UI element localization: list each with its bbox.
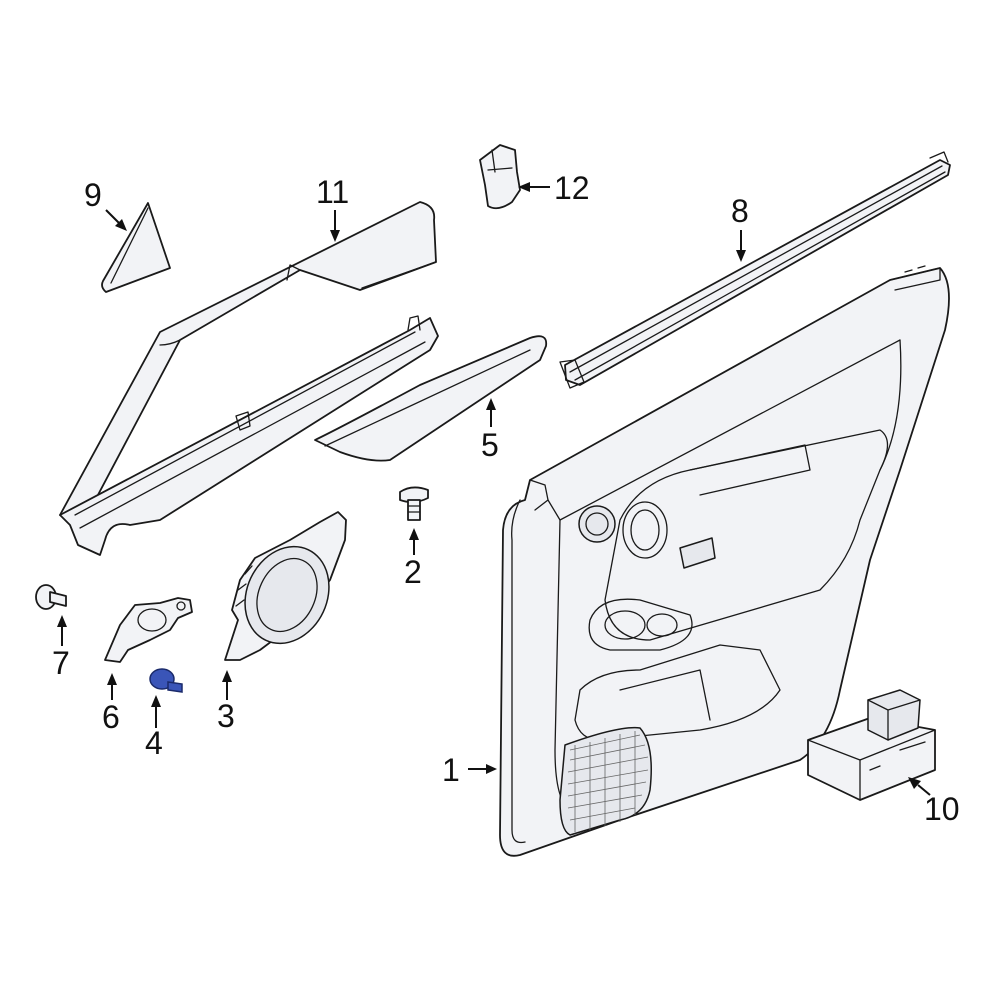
- part-12-clip[interactable]: [479, 144, 521, 210]
- callout-12: 12: [554, 170, 590, 206]
- callout-4: 4: [145, 725, 163, 761]
- part-11-lower-rail: [59, 315, 439, 556]
- part-3-inner-handle[interactable]: [224, 511, 347, 661]
- callout-7: 7: [52, 645, 70, 681]
- leader-lines: [57, 182, 931, 796]
- part-8-weatherstrip[interactable]: [559, 151, 951, 389]
- callout-6: 6: [102, 699, 120, 735]
- callout-5: 5: [481, 427, 499, 463]
- part-9-corner-trim[interactable]: [101, 202, 171, 293]
- part-4-plug[interactable]: [149, 668, 183, 693]
- part-11-upper-trim-panel[interactable]: [59, 201, 437, 516]
- callout-1: 1: [442, 752, 460, 788]
- callout-11: 11: [316, 174, 349, 210]
- callout-3: 3: [217, 698, 235, 734]
- callout-labels: 1 2 3 4 5 6 7 8 9 10 11 12: [52, 170, 960, 827]
- part-5-armrest-trim[interactable]: [314, 335, 548, 462]
- callout-2: 2: [404, 554, 422, 590]
- part-1-door-trim-panel[interactable]: [499, 265, 950, 857]
- callout-8: 8: [731, 193, 749, 229]
- part-10-window-switch[interactable]: [807, 689, 936, 801]
- part-7-clip[interactable]: [35, 584, 67, 610]
- callout-10: 10: [924, 791, 960, 827]
- part-6-handle-bracket[interactable]: [104, 597, 193, 663]
- part-2-screw[interactable]: [399, 486, 429, 521]
- callout-9: 9: [84, 177, 102, 213]
